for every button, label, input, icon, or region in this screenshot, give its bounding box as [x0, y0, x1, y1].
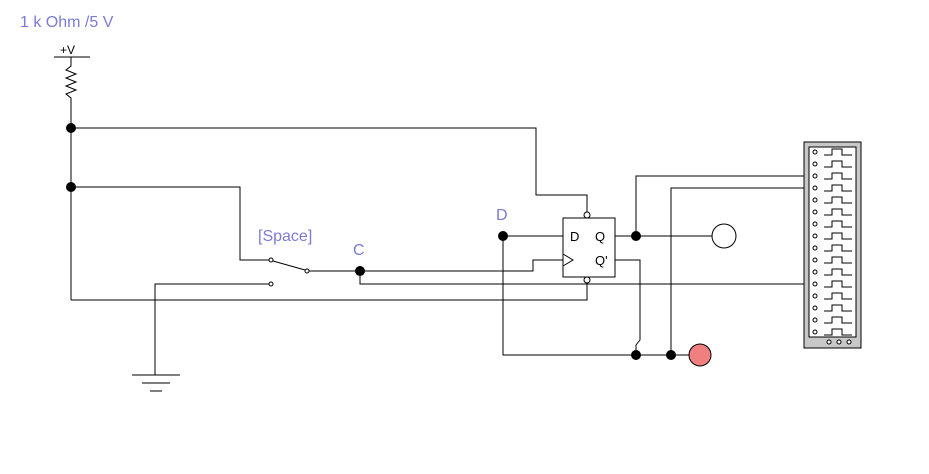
pin-d-label: D: [570, 229, 579, 244]
junction-dot: [66, 123, 76, 133]
analyzer-pin: [812, 221, 818, 227]
analyzer-waveform: [824, 160, 852, 168]
analyzer-waveform: [824, 292, 852, 300]
analyzer-waveform: [824, 208, 852, 216]
spdt-switch[interactable]: [268, 257, 310, 287]
pull-up-resistor[interactable]: [64, 63, 78, 128]
analyzer-pin: [812, 209, 818, 215]
analyzer-pin: [812, 233, 818, 239]
logic-probe-qbar[interactable]: [688, 343, 712, 367]
analyzer-bottom-pin: [846, 339, 852, 345]
junction-dot: [66, 182, 76, 192]
node-d-label: D: [496, 207, 508, 224]
analyzer-pin: [812, 305, 818, 311]
analyzer-waveform: [824, 244, 852, 252]
analyzer-waveform: [824, 256, 852, 264]
analyzer-pin: [812, 257, 818, 263]
ground: [132, 374, 180, 392]
analyzer-waveforms: [824, 148, 852, 336]
ground-wire: [154, 283, 269, 375]
pin-qbar-label: Q': [595, 253, 608, 268]
pin-q-label: Q: [595, 229, 605, 244]
analyzer-input-pins: [812, 149, 818, 335]
set-wire: [71, 127, 588, 212]
analyzer-pin: [812, 149, 818, 155]
analyzer-waveform: [824, 328, 852, 336]
junction-dot: [631, 350, 641, 360]
qbar-output-wire: [615, 259, 641, 355]
analyzer-waveform: [824, 220, 852, 228]
analyzer-waveform: [824, 148, 852, 156]
d-flip-flop[interactable]: [562, 211, 616, 284]
analyzer-pin: [812, 269, 818, 275]
analyzer-pin: [812, 173, 818, 179]
analyzer-pin: [812, 281, 818, 287]
analyzer-waveform: [824, 304, 852, 312]
reset-wire: [71, 283, 588, 301]
node-c-label: C: [353, 242, 365, 259]
switch-feed-wire: [71, 186, 271, 261]
analyzer-pin: [812, 245, 818, 251]
analyzer-bottom-pins: [826, 339, 852, 345]
switch-key-label: [Space]: [258, 228, 312, 245]
analyzer-pin: [812, 197, 818, 203]
analyzer-pin: [812, 293, 818, 299]
analyzer-waveform: [824, 172, 852, 180]
analyzer-bottom-pin: [826, 339, 832, 345]
analyzer-pin: [812, 185, 818, 191]
analyzer-pin: [812, 317, 818, 323]
analyzer-waveform: [824, 184, 852, 192]
logic-analyzer[interactable]: [803, 141, 862, 349]
q-to-analyzer-wire: [635, 175, 815, 236]
analyzer-waveform: [824, 268, 852, 276]
qbar-to-analyzer-wire: [670, 187, 815, 355]
analyzer-bottom-pin: [836, 339, 842, 345]
clock-wire: [360, 259, 563, 272]
analyzer-waveform: [824, 232, 852, 240]
analyzer-pin: [812, 161, 818, 167]
analyzer-waveform: [824, 280, 852, 288]
supply-label: +V: [60, 43, 75, 57]
analyzer-waveform: [824, 316, 852, 324]
analyzer-pin: [812, 329, 818, 335]
supply-symbol: +V: [54, 43, 90, 63]
analyzer-waveform: [824, 196, 852, 204]
header-label: 1 k Ohm /5 V: [20, 14, 114, 31]
logic-probe-q[interactable]: [711, 223, 737, 249]
